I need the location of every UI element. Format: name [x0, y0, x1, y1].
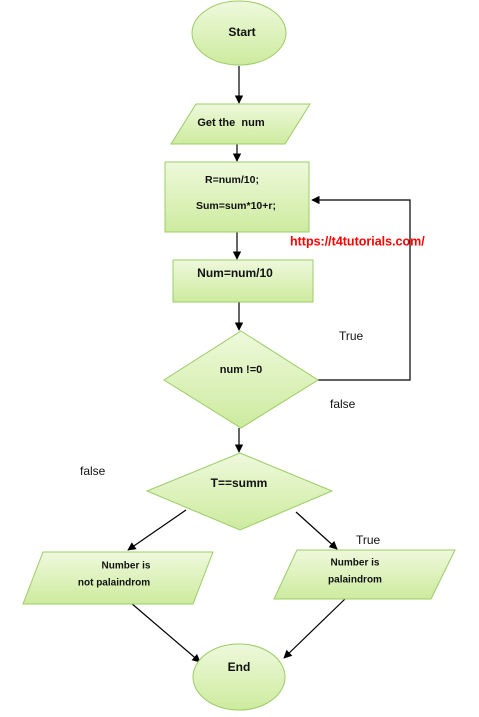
output-palindrome-line1: Number is — [331, 558, 380, 569]
output-not-palindrome-line1: Number is — [102, 561, 151, 572]
decision-nonzero-node: num !=0 — [163, 330, 319, 429]
input-label: Get the num — [197, 117, 264, 129]
output-palindrome-node: Number is palaindrom — [273, 549, 456, 600]
arrow-left-output-to-end — [130, 602, 201, 663]
process-remainder-line1: R=num/10; — [205, 174, 259, 186]
output-not-palindrome-node: Number is not palaindrom — [22, 551, 214, 605]
arrow-right-output-to-end — [283, 598, 346, 659]
process-remainder-line2: Sum=sum*10+r; — [196, 200, 276, 212]
process-remainder-node: R=num/10; Sum=sum*10+r; — [164, 161, 310, 233]
start-node: Start — [191, 0, 287, 66]
decision-equal-false-label: false — [80, 464, 106, 478]
output-not-palindrome-line2: not palaindrom — [78, 578, 150, 589]
input-node: Get the num — [170, 103, 311, 145]
connectors — [127, 66, 411, 663]
decision-nonzero-true-label: True — [339, 329, 364, 343]
decision-equal-true-label: True — [356, 533, 381, 547]
decision-equal-label: T==summ — [211, 476, 268, 490]
start-label: Start — [228, 25, 255, 39]
decision-nonzero-label: num !=0 — [220, 364, 262, 376]
decision-nonzero-false-label: false — [330, 397, 356, 411]
process-divide-label: Num=num/10 — [197, 266, 273, 280]
arrow-decision2-to-left-output — [127, 509, 187, 551]
watermark-url: https://t4tutorials.com/ — [290, 234, 425, 248]
process-divide-node: Num=num/10 — [172, 259, 314, 303]
end-node: End — [192, 643, 286, 711]
arrow-decision2-to-right-output — [295, 511, 338, 550]
decision-equal-node: T==summ — [145, 452, 334, 531]
output-palindrome-line2: palaindrom — [328, 575, 382, 586]
arrow-loop-back — [311, 195, 411, 381]
end-label: End — [228, 660, 251, 674]
